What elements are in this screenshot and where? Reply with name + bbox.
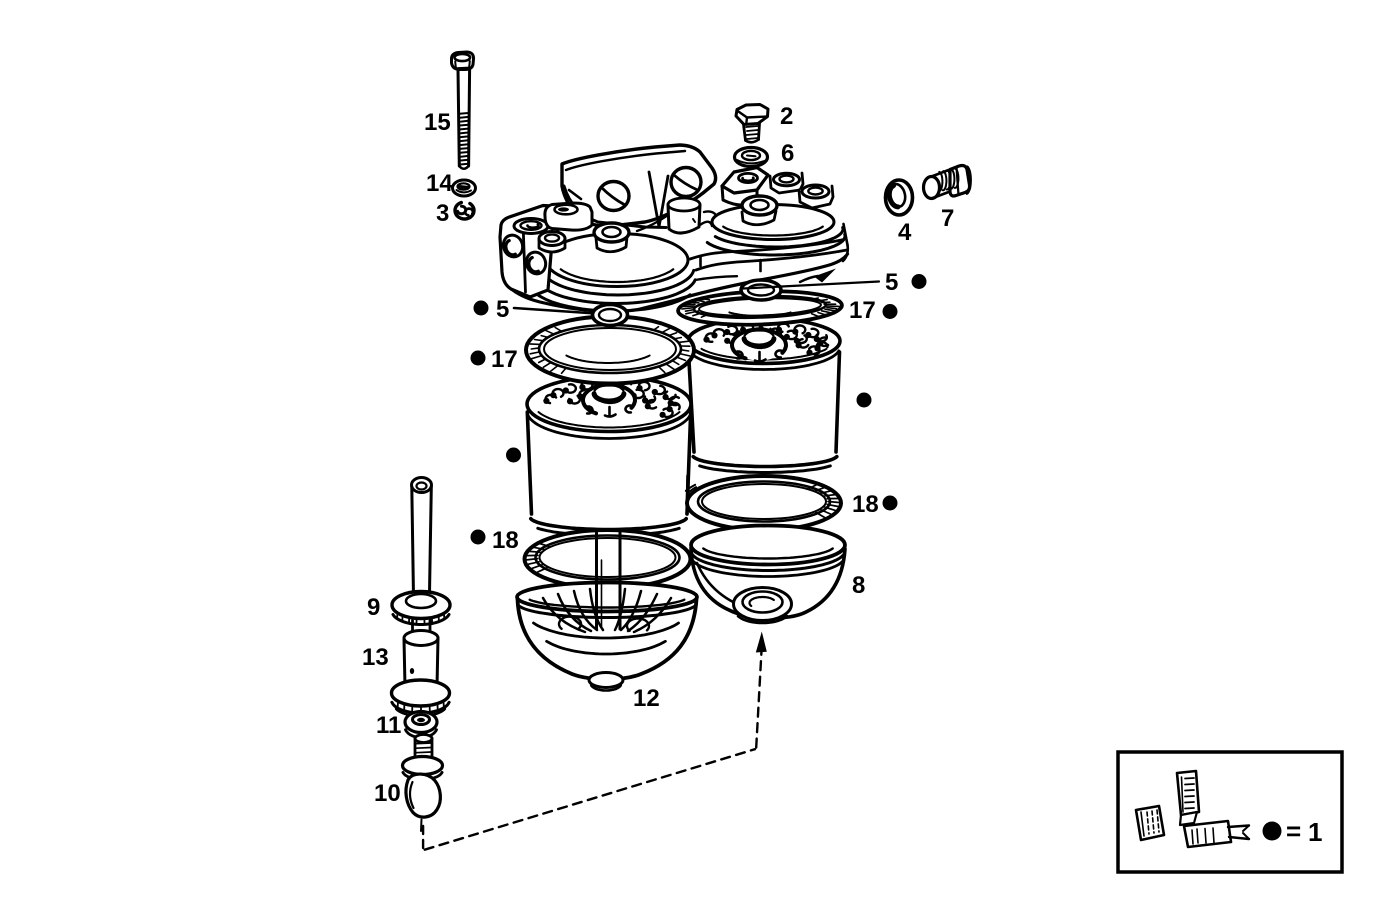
svg-text:4: 4 <box>898 219 912 246</box>
svg-text:14: 14 <box>426 170 453 197</box>
svg-text:10: 10 <box>374 780 401 807</box>
svg-text:=: = <box>1286 816 1301 846</box>
svg-text:13: 13 <box>362 644 389 671</box>
svg-text:3: 3 <box>436 200 449 227</box>
svg-text:2: 2 <box>780 103 793 130</box>
svg-text:17: 17 <box>849 297 876 324</box>
svg-text:8: 8 <box>852 572 865 599</box>
svg-text:12: 12 <box>633 685 660 712</box>
svg-text:15: 15 <box>424 109 451 136</box>
svg-text:18: 18 <box>492 527 519 554</box>
svg-text:5: 5 <box>496 296 509 323</box>
svg-text:18: 18 <box>852 491 879 518</box>
svg-text:17: 17 <box>491 346 518 373</box>
svg-text:9: 9 <box>367 594 380 621</box>
svg-text:7: 7 <box>941 205 954 232</box>
svg-text:11: 11 <box>376 712 401 739</box>
svg-text:6: 6 <box>781 140 794 167</box>
svg-text:1: 1 <box>1308 817 1322 847</box>
svg-text:5: 5 <box>885 269 898 296</box>
